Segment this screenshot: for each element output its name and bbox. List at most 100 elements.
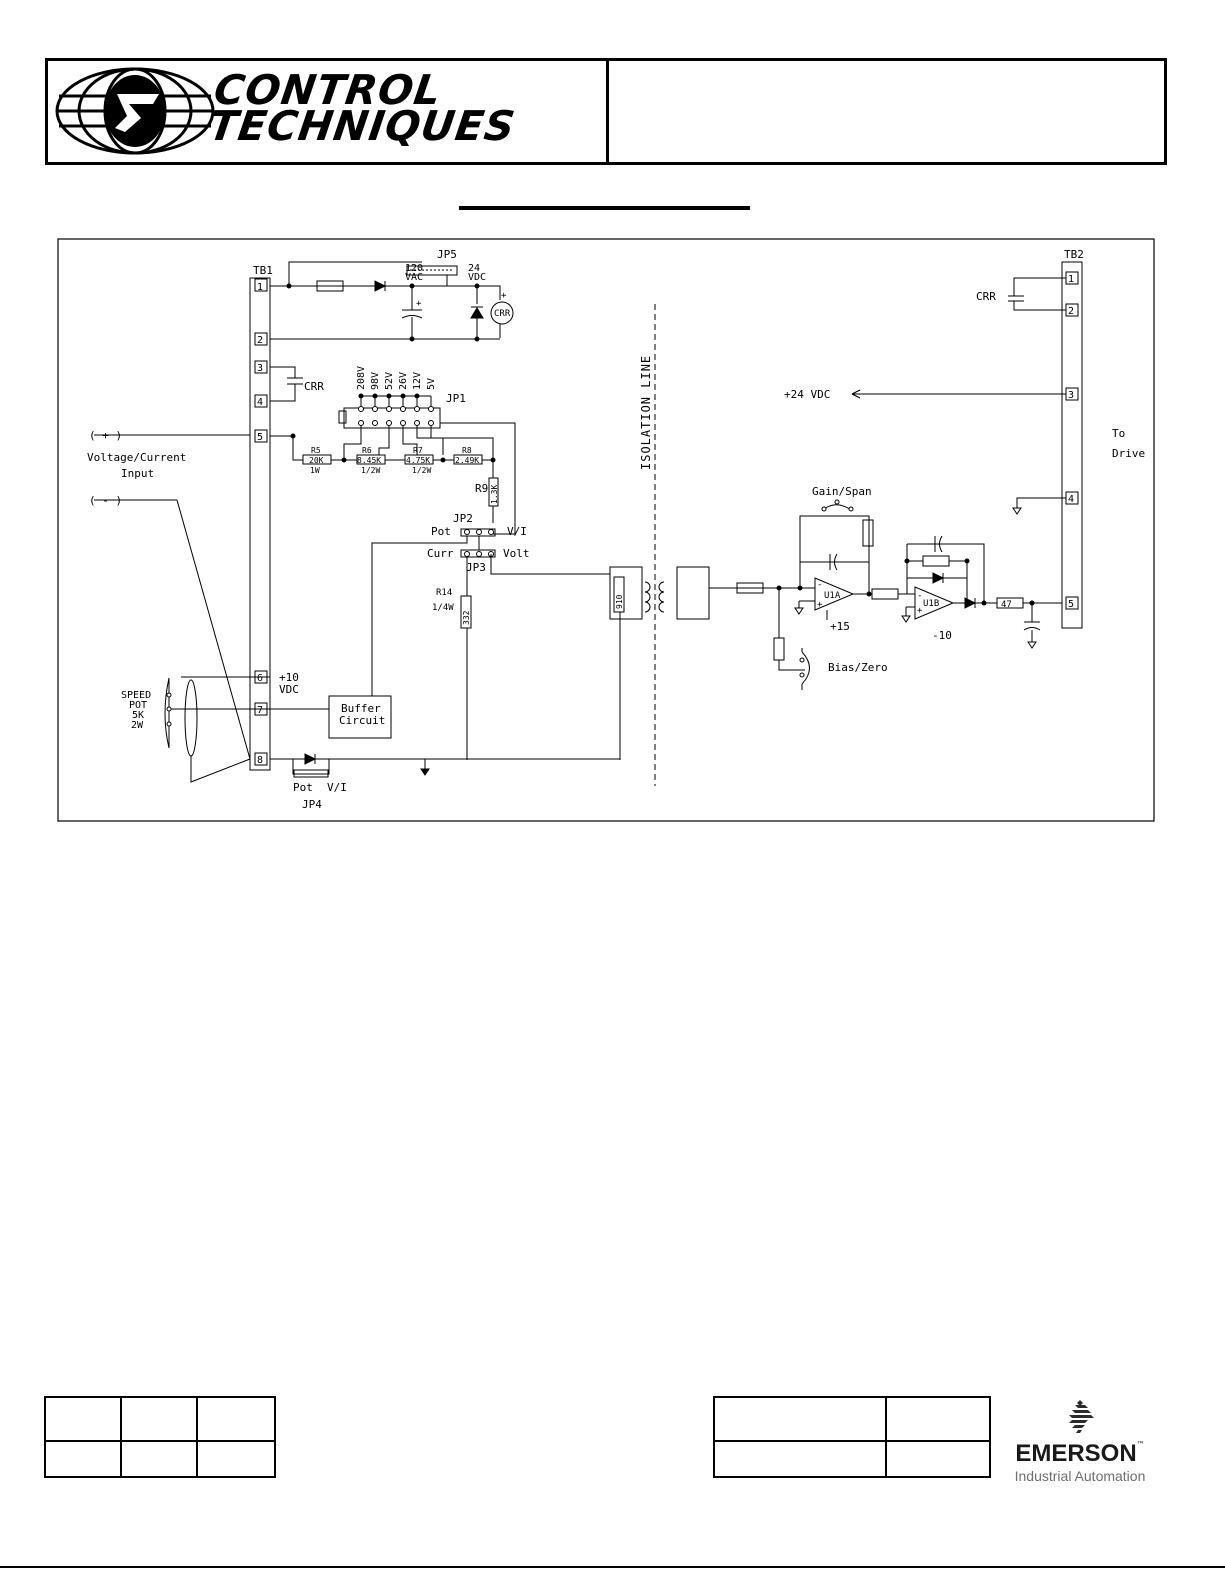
emerson-mark-icon: [1069, 1400, 1094, 1433]
plus10-label: +10: [279, 671, 299, 684]
jp5-vac: VAC: [405, 272, 423, 283]
jp1-5v: 5V: [426, 378, 437, 390]
vdc-label: VDC: [279, 683, 299, 696]
jp2-label: JP2: [453, 512, 473, 525]
jp3-label: JP3: [466, 561, 486, 574]
u1b-minus: -: [917, 591, 922, 601]
u1b-label: U1B: [923, 599, 939, 609]
crr-relay-label: CRR: [494, 309, 511, 319]
speed-pot-2w: 2W: [131, 720, 144, 731]
tb1-term-1: 1: [257, 282, 263, 293]
r7-watt: 1/2W: [412, 466, 431, 475]
cap-plus: +: [416, 299, 422, 309]
footer-left-cell: [120, 1440, 198, 1478]
r5-label: R5: [311, 446, 321, 455]
r7-label: R7: [413, 446, 423, 455]
speed-pot-5k: 5K: [132, 710, 144, 721]
buffer-label-1: Buffer: [341, 702, 381, 715]
emerson-trademark: ™: [1136, 1440, 1145, 1449]
header-divider: [606, 58, 609, 165]
jp1-12v: 12V: [412, 372, 423, 390]
tb2-term-5: 5: [1068, 599, 1074, 610]
r9-value: 1.3K: [490, 485, 499, 504]
emerson-name: EMERSON: [1015, 1440, 1137, 1467]
tb1-label: TB1: [253, 264, 273, 277]
tb2-term-2: 2: [1068, 306, 1074, 317]
footer-left-cell: [196, 1440, 276, 1478]
tb1-terminal-1-box: [254, 278, 268, 292]
emerson-subtitle: Industrial Automation: [1014, 1468, 1146, 1484]
tb2-term-3: 3: [1068, 390, 1074, 401]
jp1-208v: 208V: [356, 366, 367, 390]
tb2-strip: [1061, 261, 1083, 629]
input-label-1: Voltage/Current: [87, 451, 186, 464]
r6-value: 8.45K: [357, 456, 381, 465]
jp1-52v: 52V: [384, 372, 395, 390]
footer-right-cell: [713, 1440, 887, 1478]
r8-label: R8: [462, 446, 472, 455]
brand-wordmark: CONTROL TECHNIQUES: [206, 66, 523, 150]
footer-left-cell: [44, 1440, 122, 1478]
drive-label: Drive: [1112, 447, 1145, 460]
jp5-120: 120: [405, 263, 423, 274]
tb1-term-2: 2: [257, 335, 263, 346]
jp4-pot: Pot: [293, 781, 313, 794]
r5-watt: 1W: [310, 466, 320, 475]
u1a-minus: -: [817, 580, 822, 590]
jp2-vi: V/I: [507, 525, 527, 538]
jp1-26v: 26V: [398, 372, 409, 390]
bias-zero-label: Bias/Zero: [828, 661, 888, 674]
tb2-term-4: 4: [1068, 494, 1074, 505]
tb1-term-5: 5: [257, 432, 263, 443]
jp1-98v: 98V: [370, 372, 381, 390]
jp4-vi: V/I: [327, 781, 347, 794]
tb2-term-1: 1: [1068, 274, 1074, 285]
footer-right-cell: [885, 1396, 991, 1442]
tb1-terminal-5-box: [254, 429, 268, 443]
jp2-pot: Pot: [431, 525, 451, 538]
jp3-curr: Curr: [427, 547, 454, 560]
jp5-24: 24: [468, 263, 480, 274]
footer-right-cell: [713, 1396, 887, 1442]
r5-value: 20K: [309, 456, 324, 465]
r47-value: 47: [1001, 600, 1012, 610]
footer-left-cell: [44, 1396, 122, 1442]
jp4-label: JP4: [302, 798, 322, 811]
r6-watt: 1/2W: [361, 466, 380, 475]
crr-contact-label: CRR: [304, 380, 324, 393]
emerson-logo: EMERSON™ Industrial Automation: [1000, 1400, 1160, 1484]
input-label-2: Input: [121, 467, 154, 480]
brand-line-2: TECHNIQUES: [206, 102, 519, 150]
tb2-terminal-5-box: [1065, 596, 1079, 610]
jp3-volt: Volt: [503, 547, 530, 560]
jp5-label: JP5: [437, 248, 457, 261]
tb2-label: TB2: [1064, 248, 1084, 261]
r7-value: 4.75K: [406, 456, 430, 465]
jp1-label: JP1: [446, 392, 466, 405]
gain-span-label: Gain/Span: [812, 485, 872, 498]
m10-label: -10: [932, 629, 952, 642]
p15-label: +15: [830, 620, 850, 633]
schematic-diagram: TB1 TB2 1 2 3 4 5 6 7 8 1 2 3 4 5 JP5 12…: [57, 238, 1155, 822]
r910-value: 910: [615, 594, 624, 609]
title-underline: [459, 206, 750, 210]
r14-value: 332: [462, 610, 471, 625]
buffer-label-2: Circuit: [339, 714, 385, 727]
footer-right-table: [713, 1396, 991, 1478]
speed-pot-pot: POT: [129, 700, 147, 711]
u1a-label: U1A: [824, 591, 841, 601]
r8-value: 2.49K: [455, 456, 479, 465]
r6-label: R6: [362, 446, 372, 455]
isolation-line-label: ISOLATION LINE: [639, 355, 653, 470]
speed-pot-speed: SPEED: [121, 690, 151, 701]
r14-watt: 1/4W: [432, 603, 454, 613]
u1a-plus: +: [817, 600, 823, 610]
tb1-terminal-2-box: [254, 332, 268, 346]
bottom-rule: [0, 1566, 1225, 1568]
r14-label: R14: [436, 588, 452, 598]
r9-label: R9: [475, 482, 488, 495]
tb2-crr-label: CRR: [976, 290, 996, 303]
tb1-term-4: 4: [257, 397, 263, 408]
tb1-term-3: 3: [257, 363, 263, 374]
u1b-plus: +: [917, 606, 923, 616]
